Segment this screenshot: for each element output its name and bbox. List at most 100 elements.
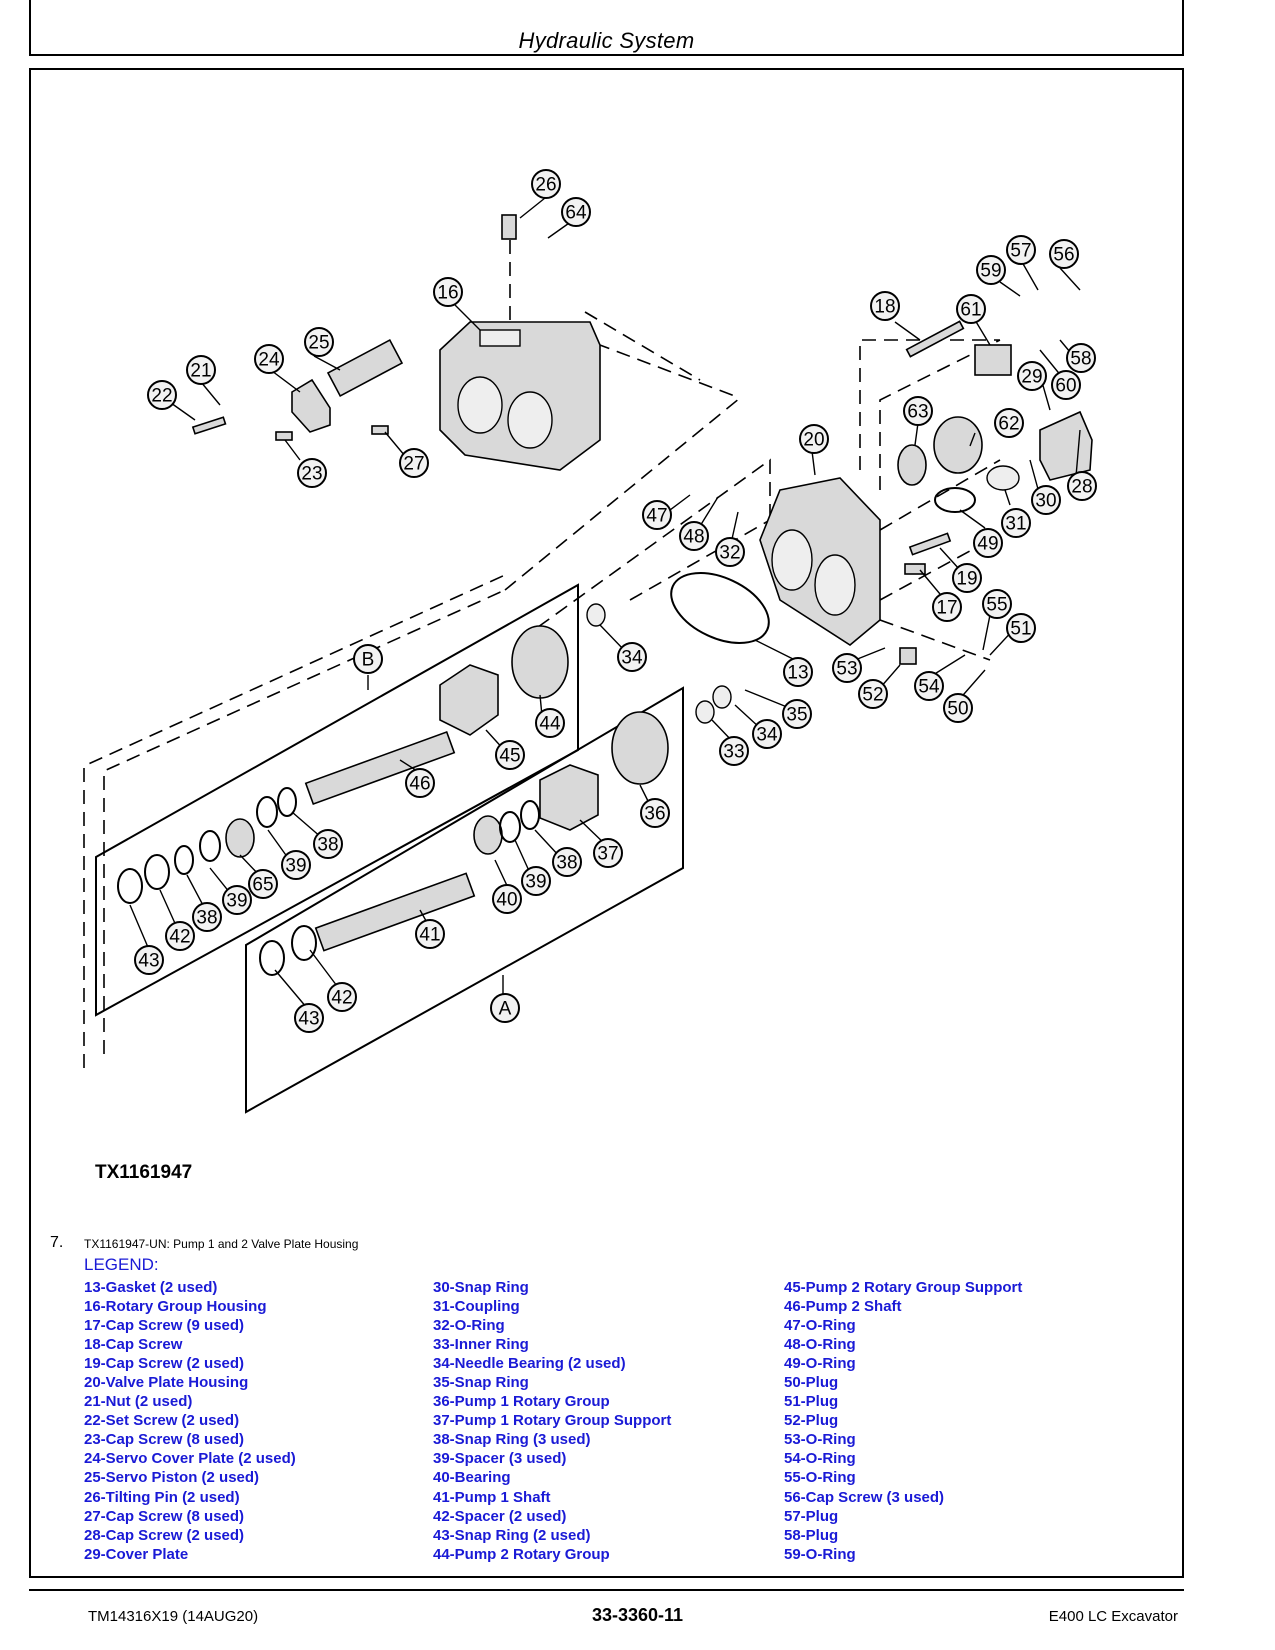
cover-block	[974, 344, 1012, 376]
legend-item[interactable]: 20-Valve Plate Housing	[84, 1374, 249, 1392]
legend-item[interactable]: 26-Tilting Pin (2 used)	[84, 1488, 240, 1506]
legend-item[interactable]: 31-Coupling	[433, 1298, 520, 1316]
document-number: TM14316X19 (14AUG20)	[88, 1608, 259, 1625]
legend-item[interactable]: 56-Cap Screw (3 used)	[784, 1488, 945, 1506]
legend-item[interactable]: 30-Snap Ring	[433, 1279, 529, 1296]
legend-item[interactable]: 34-Needle Bearing (2 used)	[433, 1355, 626, 1373]
spacer	[256, 796, 278, 828]
legend-item[interactable]: 57-Plug	[784, 1507, 839, 1525]
legend-item[interactable]: 44-Pump 2 Rotary Group	[433, 1545, 610, 1563]
legend-item[interactable]: 58-Plug	[784, 1526, 839, 1544]
legend-item[interactable]: 24-Servo Cover Plate (2 used)	[84, 1450, 296, 1468]
legend-item[interactable]: 43-Snap Ring (2 used)	[433, 1526, 591, 1544]
needle-bearing	[586, 603, 606, 627]
legend-item[interactable]: 21-Nut (2 used)	[84, 1393, 193, 1411]
legend-item[interactable]: 16-Rotary Group Housing	[84, 1298, 267, 1316]
o-ring	[934, 487, 976, 513]
pump-1-rotary-group-support	[539, 764, 599, 831]
legend-item[interactable]: 52-Plug	[784, 1412, 839, 1430]
figure-caption: TX1161947-UN: Pump 1 and 2 Valve Plate H…	[84, 1237, 359, 1251]
inner-ring	[695, 700, 715, 724]
rotary-group-cover	[933, 416, 983, 474]
valve-plate-housing	[759, 477, 881, 646]
legend-item[interactable]: 25-Servo Piston (2 used)	[84, 1469, 260, 1487]
legend-item[interactable]: 45-Pump 2 Rotary Group Support	[784, 1279, 1023, 1296]
plug	[899, 647, 917, 665]
bearing	[473, 815, 503, 855]
set-screw	[191, 416, 227, 435]
legend-item[interactable]: 32-O-Ring	[433, 1317, 505, 1335]
cap-screw	[908, 532, 952, 556]
spacer	[144, 854, 170, 890]
legend-title: LEGEND:	[84, 1255, 159, 1274]
legend-item[interactable]: 47-O-Ring	[784, 1317, 856, 1335]
servo-cover-plate	[291, 378, 331, 433]
legend-item[interactable]: 59-O-Ring	[784, 1545, 856, 1563]
legend-item[interactable]: 53-O-Ring	[784, 1431, 856, 1449]
legend-item[interactable]: 41-Pump 1 Shaft	[433, 1488, 551, 1506]
legend-item[interactable]: 51-Plug	[784, 1393, 839, 1411]
figure-frame	[29, 68, 1184, 1578]
legend-item[interactable]: 50-Plug	[784, 1374, 839, 1392]
coupling	[986, 465, 1020, 491]
legend-item[interactable]: 40-Bearing	[433, 1469, 511, 1487]
snap-ring	[259, 940, 285, 976]
pump-2-rotary-group-support	[439, 664, 499, 736]
legend-item[interactable]: 35-Snap Ring	[433, 1374, 529, 1392]
legend-column-1: 13-Gasket (2 used) 16-Rotary Group Housi…	[84, 1278, 296, 1564]
cap-screw	[371, 425, 389, 435]
legend-item[interactable]: 18-Cap Screw	[84, 1336, 183, 1354]
spacer	[291, 925, 317, 961]
section-title: Hydraulic System	[518, 28, 695, 53]
legend-item[interactable]: 17-Cap Screw (9 used)	[84, 1317, 245, 1335]
leader-lines	[129, 197, 1081, 1009]
rotary-group-ring	[897, 444, 927, 486]
needle-bearing	[712, 685, 732, 709]
legend-item[interactable]: 39-Spacer (3 used)	[433, 1450, 567, 1468]
subassembly-b-frame	[95, 583, 579, 1017]
guide-line	[509, 240, 1001, 661]
legend-item[interactable]: 54-O-Ring	[784, 1450, 856, 1468]
header-frame: Hydraulic System	[29, 0, 1184, 56]
exploded-view-diagram	[83, 197, 1093, 1114]
legend-item[interactable]: 28-Cap Screw (2 used)	[84, 1526, 245, 1544]
legend-item[interactable]: 48-O-Ring	[784, 1336, 856, 1354]
legend-item[interactable]: 33-Inner Ring	[433, 1336, 529, 1354]
gasket	[670, 572, 770, 644]
snap-ring	[117, 868, 143, 904]
subassembly-a-frame	[245, 686, 684, 1114]
guide-line	[859, 339, 1001, 490]
rotary-group-housing	[439, 321, 601, 471]
bearing	[225, 818, 255, 858]
legend-item[interactable]: 22-Set Screw (2 used)	[84, 1412, 240, 1430]
pump-1-rotary-group	[611, 711, 669, 785]
legend-column-3: 45-Pump 2 Rotary Group Support 46-Pump 2…	[784, 1278, 1022, 1564]
legend-item[interactable]: 46-Pump 2 Shaft	[784, 1298, 902, 1316]
cap-screw	[905, 320, 965, 358]
pump-1-shaft	[314, 872, 476, 952]
guide-line	[519, 458, 771, 641]
page-number: 33-3360-11	[591, 1605, 684, 1625]
spacer	[499, 811, 521, 843]
step-number: 7.	[50, 1234, 64, 1251]
legend-item[interactable]: 23-Cap Screw (8 used)	[84, 1431, 245, 1449]
legend-item[interactable]: 27-Cap Screw (8 used)	[84, 1507, 245, 1525]
pump-2-rotary-group	[511, 625, 569, 699]
legend-item[interactable]: 49-O-Ring	[784, 1355, 856, 1373]
cap-screw	[904, 563, 926, 575]
legend-item[interactable]: 13-Gasket (2 used)	[84, 1279, 218, 1296]
tilting-pin	[501, 214, 517, 240]
legend-item[interactable]: 55-O-Ring	[784, 1469, 856, 1487]
snap-ring	[174, 845, 194, 875]
legend-item[interactable]: 36-Pump 1 Rotary Group	[433, 1393, 610, 1411]
legend-item[interactable]: 42-Spacer (2 used)	[433, 1507, 567, 1525]
legend-item[interactable]: 19-Cap Screw (2 used)	[84, 1355, 245, 1373]
machine-name: E400 LC Excavator	[1048, 1608, 1178, 1625]
legend-item[interactable]: 38-Snap Ring (3 used)	[433, 1431, 591, 1449]
legend-column-2: 30-Snap Ring 31-Coupling 32-O-Ring 33-In…	[433, 1278, 671, 1564]
cover-plate	[1039, 410, 1093, 481]
legend-item[interactable]: 29-Cover Plate	[84, 1545, 189, 1563]
legend-item[interactable]: 37-Pump 1 Rotary Group Support	[433, 1412, 672, 1430]
snap-ring	[277, 787, 297, 817]
snap-ring	[520, 800, 540, 830]
